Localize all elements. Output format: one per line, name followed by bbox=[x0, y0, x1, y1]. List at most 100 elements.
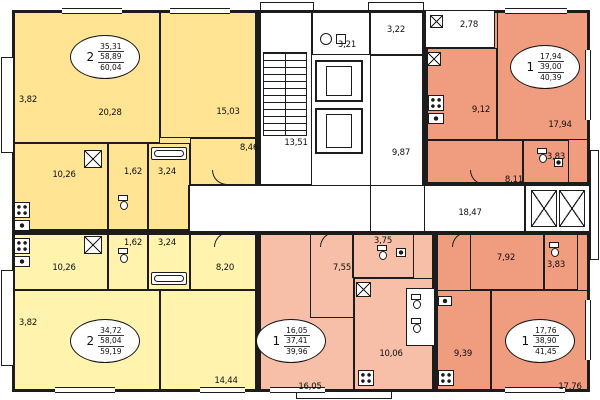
room-area-label: 9,12 bbox=[471, 105, 491, 115]
window-icon bbox=[55, 387, 115, 393]
tl-balcony bbox=[1, 57, 14, 153]
sink-icon bbox=[428, 113, 444, 124]
toilet-icon bbox=[118, 248, 128, 263]
window-icon bbox=[585, 50, 591, 120]
bl-balcony bbox=[1, 270, 14, 366]
elevator-shaft-1 bbox=[315, 60, 363, 102]
room-count: 1 bbox=[521, 334, 530, 348]
room-area-label: 8,46 bbox=[239, 143, 259, 153]
bathtub-icon bbox=[151, 147, 187, 160]
toilet-icon bbox=[549, 242, 559, 257]
toilet-icon bbox=[118, 195, 128, 210]
apartment-1room-bottom-right bbox=[435, 232, 590, 392]
corridor bbox=[188, 185, 525, 232]
room-area-label: 15,03 bbox=[216, 107, 240, 117]
toilet-icon bbox=[537, 148, 547, 163]
window-icon bbox=[505, 387, 565, 393]
stove-icon bbox=[14, 202, 30, 218]
window-icon bbox=[170, 8, 230, 14]
tl-living-room-1 bbox=[12, 10, 160, 143]
room-count: 1 bbox=[526, 60, 535, 74]
top-canopy-left bbox=[260, 2, 314, 11]
window-icon bbox=[62, 8, 122, 14]
apartment-stamp-bottom-middle: 1 16,05 37,41 39,96 bbox=[256, 319, 326, 363]
br-bathroom bbox=[544, 232, 578, 290]
room-count: 2 bbox=[86, 334, 95, 348]
area-total-balcony: 60,04 bbox=[100, 62, 122, 72]
area-living: 35,31 bbox=[100, 41, 122, 51]
tl-kitchen bbox=[12, 143, 108, 232]
room-count: 2 bbox=[86, 50, 95, 64]
apartment-stamp-bottom-left: 2 34,72 58,04 59,19 bbox=[70, 319, 140, 363]
elevator-shaft-2 bbox=[315, 108, 363, 154]
room-area-label: 7,55 bbox=[332, 263, 352, 273]
stove-icon bbox=[428, 95, 444, 111]
room-area-label: 2,78 bbox=[459, 20, 479, 30]
area-column: 34,72 58,04 59,19 bbox=[98, 326, 124, 356]
area-column: 35,31 58,89 60,04 bbox=[98, 41, 124, 72]
apartment-stamp-top-right: 1 17,94 39,00 40,39 bbox=[510, 45, 580, 89]
apartment-stamp-bottom-right: 1 17,76 38,90 41,45 bbox=[505, 319, 575, 363]
vent-shaft-icon bbox=[356, 282, 371, 297]
room-area-label: 16,05 bbox=[298, 382, 322, 392]
room-count: 1 bbox=[272, 334, 281, 348]
entrance-porch bbox=[296, 391, 392, 399]
room-area-label: 3,82 bbox=[18, 95, 38, 105]
bl-kitchen bbox=[12, 232, 108, 290]
window-icon bbox=[585, 300, 591, 360]
tl-wc bbox=[108, 143, 148, 232]
area-total: 58,89 bbox=[98, 51, 124, 63]
room-area-label: 8,20 bbox=[215, 263, 235, 273]
tr-bathroom bbox=[523, 140, 569, 185]
area-column: 17,76 38,90 41,45 bbox=[533, 325, 559, 356]
stove-icon bbox=[358, 370, 374, 386]
area-total: 38,90 bbox=[533, 335, 559, 347]
room-area-label: 10,26 bbox=[52, 170, 76, 180]
sink-icon bbox=[14, 220, 30, 231]
room-area-label: 3,83 bbox=[546, 260, 566, 270]
trash-chute-icon bbox=[320, 33, 332, 45]
room-area-label: 17,94 bbox=[548, 120, 572, 130]
elevator-lobby bbox=[370, 55, 425, 232]
area-total: 39,00 bbox=[538, 61, 564, 73]
duct-icon bbox=[336, 34, 346, 44]
room-area-label: 9,87 bbox=[391, 148, 411, 158]
room-area-label: 7,92 bbox=[496, 253, 516, 263]
room-area-label: 3,24 bbox=[157, 167, 177, 177]
bl-living-room-2 bbox=[160, 290, 258, 392]
area-living: 17,94 bbox=[540, 51, 562, 61]
area-total-balcony: 41,45 bbox=[535, 346, 557, 356]
window-icon bbox=[505, 8, 567, 14]
bm-hallway bbox=[310, 232, 354, 318]
tl-bathroom bbox=[148, 143, 190, 232]
window-icon bbox=[200, 387, 245, 393]
vent-shaft-icon bbox=[531, 190, 557, 227]
room-area-label: 13,51 bbox=[284, 138, 308, 148]
area-total: 58,04 bbox=[98, 335, 124, 347]
tr-hallway bbox=[425, 140, 523, 185]
room-area-label: 8,11 bbox=[504, 175, 524, 185]
area-living: 17,76 bbox=[535, 325, 557, 335]
sink-icon bbox=[14, 256, 30, 267]
sink-icon bbox=[554, 158, 563, 167]
tr-balcony bbox=[590, 150, 599, 260]
room-area-label: 3,83 bbox=[546, 152, 566, 162]
toilet-icon bbox=[411, 318, 421, 333]
bl-bathroom bbox=[148, 232, 190, 290]
top-canopy-right bbox=[368, 2, 424, 11]
area-column: 16,05 37,41 39,96 bbox=[284, 326, 310, 356]
area-total-balcony: 40,39 bbox=[540, 72, 562, 82]
vent-shaft-icon bbox=[427, 52, 441, 66]
vent-shaft-icon bbox=[430, 15, 443, 28]
bm-bathroom bbox=[352, 232, 414, 278]
room-area-label: 14,44 bbox=[214, 376, 238, 386]
bl-wc bbox=[108, 232, 148, 290]
stove-icon bbox=[14, 238, 30, 254]
vent-shaft-icon bbox=[84, 236, 102, 254]
tl-living-room-2 bbox=[160, 10, 258, 138]
area-total-balcony: 59,19 bbox=[100, 346, 122, 356]
room-area-label: 3,24 bbox=[157, 238, 177, 248]
toilet-icon bbox=[377, 245, 387, 260]
room-area-label: 3,82 bbox=[18, 318, 38, 328]
